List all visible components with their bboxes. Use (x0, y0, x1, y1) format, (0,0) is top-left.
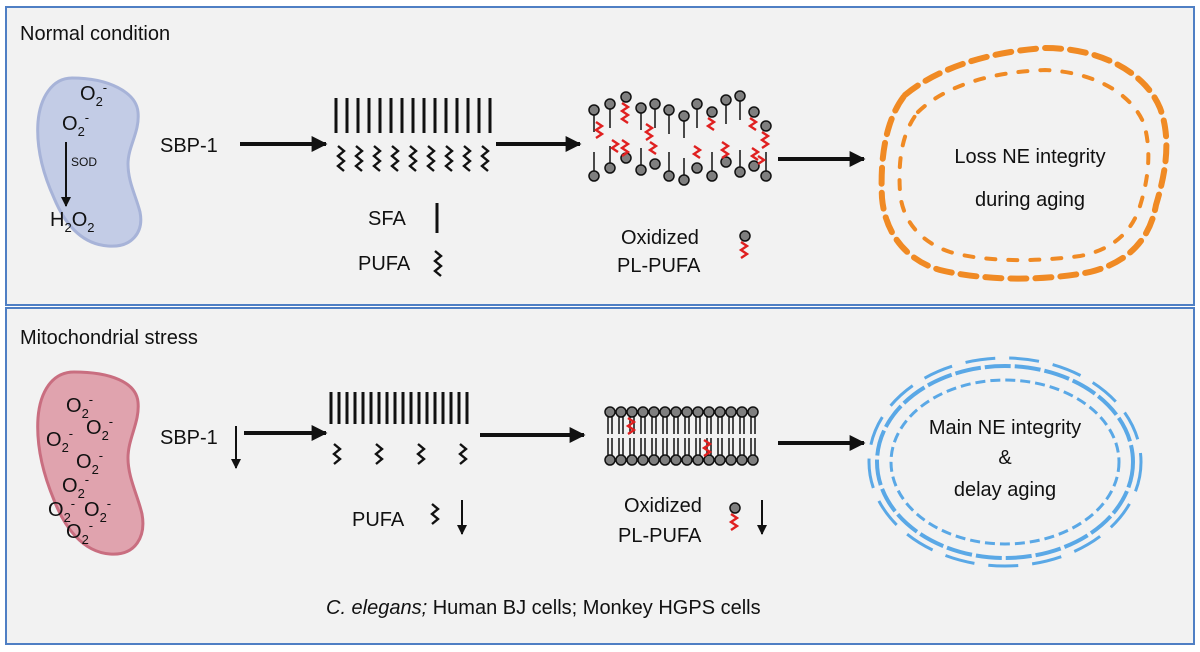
saturated-fatty-acid-icon (329, 392, 469, 424)
nucleus-state-label: Loss NE integrity (954, 146, 1105, 168)
svg-text:O2-: O2- (62, 472, 89, 501)
phospholipid-head (692, 454, 704, 466)
svg-text:O2-: O2- (86, 414, 113, 443)
nucleus-state-label: Main NE integrity (929, 417, 1081, 439)
o2-superoxide-label: O2- (80, 80, 107, 109)
phospholipid-head (714, 406, 726, 418)
svg-text:O2-: O2- (66, 392, 93, 421)
nucleus-state-label: during aging (975, 189, 1085, 211)
phospholipid-head (747, 454, 759, 466)
o2-superoxide-label: O2- (62, 110, 89, 139)
oxidized-legend-label: Oxidized (624, 495, 702, 517)
pufa-legend-icon (430, 503, 440, 525)
phospholipid-head (648, 454, 660, 466)
phospholipid-head (714, 454, 726, 466)
nucleus-state-label: delay aging (954, 479, 1056, 501)
phospholipid-head (626, 454, 638, 466)
phospholipid-head (736, 406, 748, 418)
h2o2-label: H2O2 (50, 209, 94, 235)
phospholipid-head (703, 454, 715, 466)
nucleus-state-label: & (998, 447, 1012, 469)
oxidized-pufa-tails (593, 102, 771, 165)
phospholipid-head (626, 406, 638, 418)
nucleus-envelope-icon (878, 44, 1170, 282)
panel-normal-title: Normal condition (20, 23, 170, 45)
phospholipid-head (670, 454, 682, 466)
polyunsaturated-fatty-acid-icon (336, 145, 490, 172)
svg-text:O2-: O2- (48, 496, 75, 525)
svg-text:O2-: O2- (84, 496, 111, 525)
oxidized-pufa-tails (625, 417, 713, 457)
phospholipid-head (692, 406, 704, 418)
sfa-legend-label: SFA (368, 208, 406, 230)
model-systems-footnote: C. elegans; Human BJ cells; Monkey HGPS … (326, 597, 761, 619)
phospholipid-head (637, 406, 649, 418)
pufa-legend-icon (433, 250, 443, 277)
saturated-fatty-acid-icon (334, 98, 492, 133)
superoxide-labels: O2- O2- O2- O2- O2- O2- O2- O2- (46, 392, 113, 547)
phospholipid-head (659, 406, 671, 418)
sbp1-label: SBP-1 (160, 427, 218, 449)
oxidized-legend-label: PL-PUFA (617, 255, 701, 277)
phospholipid-head (736, 454, 748, 466)
phospholipid-head (681, 406, 693, 418)
pufa-legend-label: PUFA (352, 509, 405, 531)
oxidized-phospholipid-legend-icon (738, 230, 751, 259)
svg-text:O2-: O2- (66, 518, 93, 547)
phospholipid-head (703, 406, 715, 418)
phospholipid-head (637, 454, 649, 466)
phospholipid-head (615, 454, 627, 466)
phospholipid-head (681, 454, 693, 466)
phospholipid-head (604, 406, 616, 418)
phospholipid-head (747, 406, 759, 418)
oxidized-legend-label: Oxidized (621, 227, 699, 249)
phospholipid-head (604, 454, 616, 466)
phospholipid-head (615, 406, 627, 418)
phospholipid-head (659, 454, 671, 466)
svg-text:O2-: O2- (46, 426, 73, 455)
polyunsaturated-fatty-acid-icon (332, 443, 468, 465)
panel-stress: Mitochondrial stress O2- O2- O2- O2- O2-… (5, 307, 1195, 645)
mitochondrion-icon (36, 370, 145, 556)
phospholipid-head (670, 406, 682, 418)
svg-text:O2-: O2- (76, 448, 103, 477)
panel-stress-box (5, 307, 1195, 645)
phospholipid-head (648, 406, 660, 418)
oxidized-phospholipid-legend-icon (728, 502, 741, 531)
panel-normal: Normal condition O2- O2- SOD H2O2 SBP-1 (5, 6, 1195, 306)
panel-stress-title: Mitochondrial stress (20, 327, 198, 349)
sbp1-label: SBP-1 (160, 135, 218, 157)
phospholipid-head (725, 406, 737, 418)
phospholipid-head (725, 454, 737, 466)
oxidized-legend-label: PL-PUFA (618, 525, 702, 547)
sod-label: SOD (71, 155, 97, 169)
phospholipid-bilayer-icon (588, 90, 772, 186)
pufa-legend-label: PUFA (358, 253, 411, 275)
nucleus-envelope-icon (867, 356, 1143, 568)
